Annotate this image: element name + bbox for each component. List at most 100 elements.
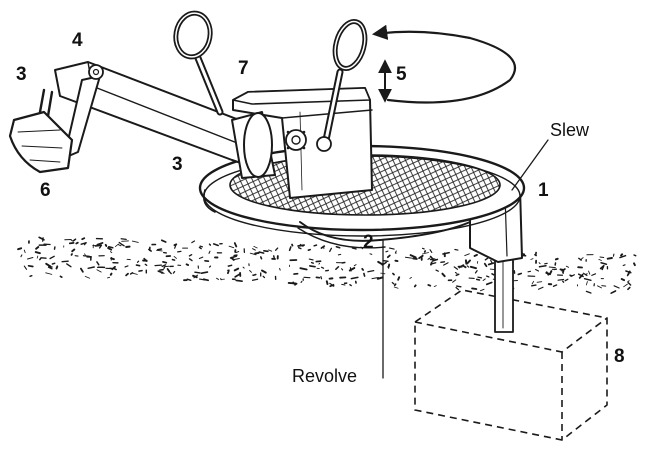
gravel-speck [98, 245, 102, 249]
gravel-speck [262, 275, 266, 279]
gravel-speck [23, 265, 28, 270]
gravel-speck [482, 278, 486, 282]
gravel-speck [121, 244, 125, 247]
gravel-speck [253, 245, 258, 249]
gravel-speck [433, 258, 438, 261]
gravel-speck [619, 254, 627, 259]
gravel-speck [376, 276, 384, 280]
gravel-speck [96, 261, 100, 266]
gravel-speck [536, 281, 543, 283]
gravel-speck [583, 277, 592, 282]
gravel-speck [144, 263, 148, 266]
gravel-speck [198, 256, 204, 260]
gravel-speck [307, 248, 311, 252]
gravel-speck [483, 262, 488, 268]
gravel-speck [491, 273, 495, 276]
gravel-speck [220, 278, 222, 281]
gravel-speck [397, 276, 401, 281]
gravel-speck [66, 263, 72, 268]
gravel-speck [34, 251, 41, 255]
gravel-speck [349, 283, 352, 287]
gravel-speck [27, 257, 34, 260]
gravel-speck [392, 272, 395, 276]
gravel-speck [554, 257, 559, 261]
gravel-speck [131, 272, 138, 275]
gravel-speck [72, 238, 77, 242]
gravel-speck [173, 243, 178, 247]
gravel-speck [318, 262, 321, 265]
gravel-speck [353, 264, 357, 267]
gravel-speck [68, 242, 75, 245]
gravel-speck [259, 256, 263, 260]
gravel-speck [335, 245, 341, 249]
gravel-speck [288, 246, 292, 252]
gravel-speck [297, 246, 302, 250]
gravel-speck [386, 254, 391, 259]
gravel-speck [610, 290, 617, 294]
gravel-speck [477, 276, 483, 279]
gravel-speck [35, 246, 40, 250]
control-lever-right [316, 19, 368, 152]
gravel-speck [124, 265, 129, 268]
gravel-speck [600, 262, 608, 265]
gravel-speck [517, 272, 523, 276]
label-bucket-mount: 3 [16, 64, 27, 85]
gravel-speck [188, 258, 193, 262]
gravel-speck [363, 272, 366, 277]
gravel-speck [70, 253, 73, 256]
gravel-speck [391, 281, 395, 285]
gravel-speck [527, 270, 532, 273]
gravel-speck [251, 274, 257, 276]
gravel-speck [348, 267, 356, 272]
gravel-speck [171, 258, 176, 261]
gravel-speck [174, 244, 177, 249]
gravel-speck [287, 281, 297, 285]
gravel-speck [320, 276, 323, 280]
gravel-speck [427, 284, 432, 287]
gravel-speck [413, 284, 417, 288]
gravel-speck [329, 282, 333, 286]
gravel-speck [310, 261, 314, 264]
gravel-speck [409, 254, 417, 259]
gravel-speck [388, 247, 395, 250]
control-lever-left [173, 10, 224, 116]
gravel-speck [268, 249, 273, 252]
gravel-speck [490, 259, 493, 264]
gravel-speck [486, 275, 490, 278]
gravel-speck [156, 248, 163, 251]
gravel-speck [371, 276, 379, 280]
gravel-speck [418, 254, 424, 260]
gravel-speck [531, 280, 535, 285]
gravel-speck [279, 267, 281, 271]
gravel-speck [598, 258, 602, 261]
gravel-speck [313, 244, 318, 247]
gravel-speck [335, 265, 340, 271]
gravel-speck [208, 265, 212, 268]
gravel-speck [110, 251, 113, 254]
gravel-speck [84, 253, 86, 256]
label-foundation: 8 [614, 346, 625, 367]
gravel-speck [108, 246, 114, 249]
gravel-speck [387, 265, 390, 269]
gravel-speck [299, 267, 308, 271]
gravel-speck [51, 262, 56, 265]
gravel-speck [252, 248, 256, 251]
gravel-speck [440, 261, 446, 264]
gravel-speck [393, 286, 399, 289]
label-bucket: 6 [40, 180, 51, 201]
gravel-speck [585, 281, 588, 286]
gravel-speck [300, 280, 303, 283]
gravel-speck [45, 262, 52, 268]
gravel-speck [82, 255, 90, 257]
gravel-speck [59, 275, 63, 278]
gravel-speck [455, 273, 460, 277]
gravel-speck [17, 247, 23, 251]
foundation-block [414, 289, 608, 441]
gravel-speck [242, 266, 245, 269]
gravel-speck [45, 272, 53, 275]
label-support-post: 1 [538, 180, 549, 201]
gravel-speck [429, 255, 435, 261]
gravel-speck [633, 254, 637, 257]
gravel-speck [473, 253, 478, 257]
gravel-speck [545, 271, 551, 276]
